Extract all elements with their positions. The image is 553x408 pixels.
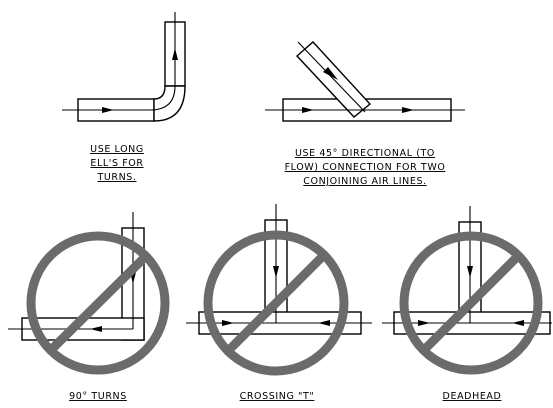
arrowhead-icon [90, 326, 102, 332]
directional-branch-centerline [297, 41, 366, 113]
long-ell-caption-line: TURNS. [96, 172, 136, 183]
long-ell-caption-line: ELL'S FOR [90, 158, 143, 169]
long-ell-fitting [62, 12, 186, 122]
directional-45-fitting [265, 41, 465, 122]
directional-caption-line: USE 45° DIRECTIONAL (TO [295, 148, 435, 159]
long-ell-centerline [62, 12, 176, 111]
arrowhead-icon [302, 107, 314, 113]
arrowhead-icon [102, 107, 114, 113]
crossing-t-fitting [186, 204, 372, 335]
turns-90-fitting [8, 212, 145, 341]
directional-caption: USE 45° DIRECTIONAL (TO FLOW) CONNECTION… [285, 148, 446, 187]
prohibited-icon [203, 230, 349, 376]
arrowhead-icon [323, 67, 338, 80]
arrowhead-icon [172, 48, 178, 60]
prohibited-icon [26, 231, 170, 375]
arrowhead-icon [512, 320, 524, 326]
directional-caption-line: CONJOINING AIR LINES. [303, 176, 426, 187]
prohibited-icon [399, 231, 543, 375]
directional-caption-line: FLOW) CONNECTION FOR TWO [285, 162, 446, 173]
turns-90-caption: 90° TURNS [69, 391, 127, 402]
long-ell-caption: USE LONG ELL'S FOR TURNS. [90, 144, 144, 183]
arrowhead-icon [418, 320, 430, 326]
arrowhead-icon [402, 107, 414, 113]
arrowhead-icon [273, 266, 279, 278]
crossing-t-caption: CROSSING "T" [240, 391, 315, 402]
arrowhead-icon [222, 320, 234, 326]
deadhead-caption: DEADHEAD [443, 391, 502, 402]
arrowhead-icon [318, 320, 330, 326]
long-ell-caption-line: USE LONG [90, 144, 144, 155]
arrowhead-icon [467, 266, 473, 278]
